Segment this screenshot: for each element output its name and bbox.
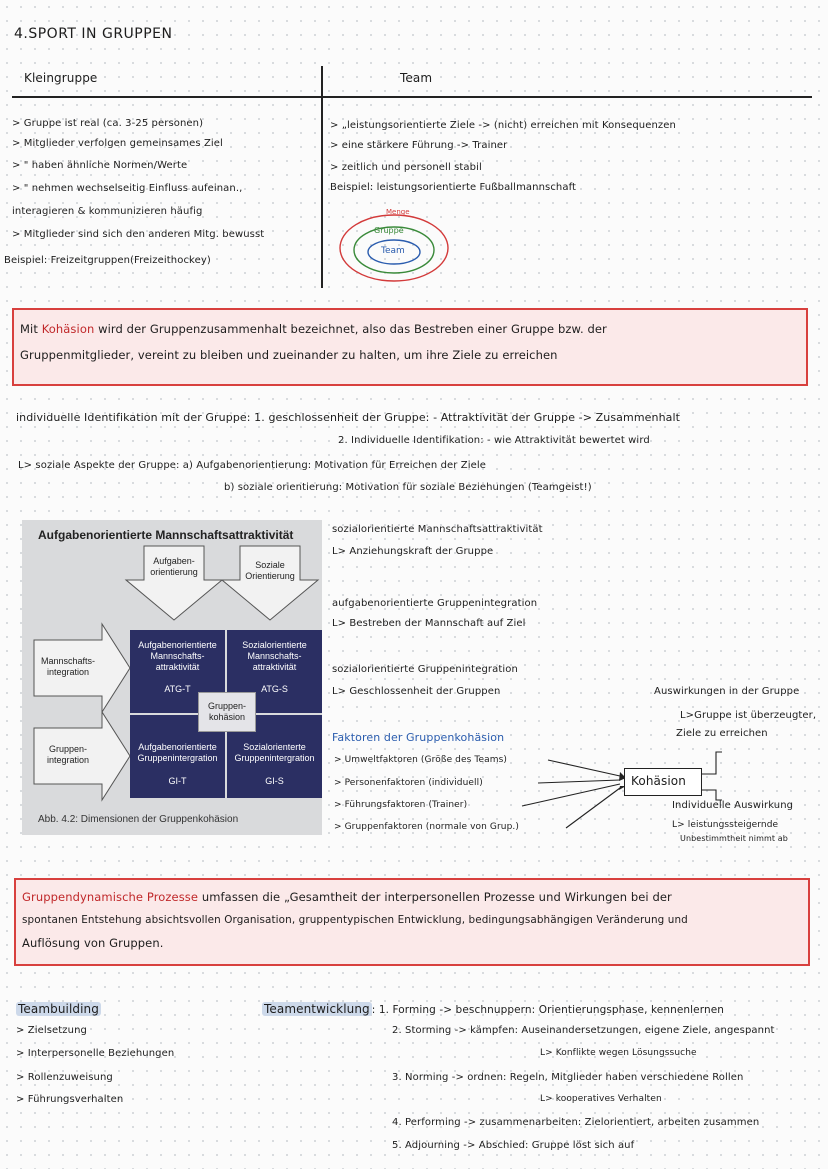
table-divider-vertical: [321, 66, 323, 288]
note-task-group-integration-detail: L> Bestreben der Mannschaft auf Ziel: [332, 618, 526, 629]
note-social-group-integration-detail: L> Geschlossenheit der Gruppen: [332, 686, 501, 697]
effects-individual-2: Unbestimmtheit nimmt ab: [680, 834, 788, 843]
arrow-label-group-integration: Gruppen- integration: [46, 744, 90, 765]
factor-item: > Umweltfaktoren (Größe des Teams): [334, 755, 507, 765]
dynamics-line-2: spontanen Entstehung absichtsvollen Orga…: [22, 914, 688, 926]
arrow-label-social-orientation: Soziale Orientierung: [245, 560, 295, 581]
kohaesion-box: Kohäsion: [624, 768, 702, 796]
list-item: > Gruppe ist real (ca. 3-25 personen): [12, 118, 204, 129]
list-item: > " nehmen wechselseitig Einfluss aufein…: [12, 183, 243, 194]
factor-item: > Personenfaktoren (individuell): [334, 778, 483, 788]
group-cohesion-center: Gruppen- kohäsion: [198, 692, 256, 732]
teamentwicklung-title: Teamentwicklung: [262, 1002, 372, 1016]
effects-group-2: Ziele zu erreichen: [676, 728, 768, 739]
dynamics-line-1: Gruppendynamische Prozesse umfassen die …: [22, 890, 672, 904]
note-social-team-attraction-detail: L> Anziehungskraft der Gruppe: [332, 546, 494, 557]
teamentwicklung-stage-2-detail: L> Konflikte wegen Lösungssuche: [540, 1048, 697, 1058]
effects-individual-title: Individuelle Auswirkung: [672, 800, 794, 811]
list-item: > Führungsverhalten: [16, 1094, 124, 1105]
teamentwicklung-stage-2: 2. Storming -> kämpfen: Auseinandersetzu…: [392, 1025, 775, 1036]
venn-label-middle: Gruppe: [374, 226, 404, 235]
teambuilding-title: Teambuilding: [16, 1002, 101, 1016]
figure-caption: Abb. 4.2: Dimensionen der Gruppenkohäsio…: [38, 814, 239, 825]
list-item: > „leistungsorientierte Ziele -> (nicht)…: [330, 120, 676, 131]
list-item: > Rollenzuweisung: [16, 1072, 113, 1083]
list-item: > eine stärkere Führung -> Trainer: [330, 140, 508, 151]
arrow-label-task-orientation: Aufgaben- orientierung: [150, 556, 198, 577]
note-task-group-integration: aufgabenorientierte Gruppenintegration: [332, 598, 538, 609]
cell-social-group-integration: Sozialorienterte Gruppenintergration: [234, 742, 315, 763]
list-item: > " haben ähnliche Normen/Werte: [12, 160, 188, 171]
list-item: > Mitglieder sind sich den anderen Mitg.…: [12, 229, 265, 240]
cell-code-gi-t: GI-T: [168, 776, 187, 786]
list-item: > zeitlich und personell stabil: [330, 162, 482, 173]
cohesion-dimensions-figure: Aufgabenorientierte Mannschaftsattraktiv…: [22, 520, 322, 835]
venn-label-inner: Team: [381, 246, 405, 256]
cell-code-gi-s: GI-S: [265, 776, 284, 786]
gruppendynamik-definition-box: Gruppendynamische Prozesse umfassen die …: [14, 878, 810, 966]
definition-line-1: Mit Kohäsion wird der Gruppenzusammenhal…: [20, 322, 607, 336]
list-item: interagieren & kommunizieren häufig: [12, 206, 203, 217]
dynamics-keyword: Gruppendynamische Prozesse: [22, 890, 199, 904]
list-item: > Mitglieder verfolgen gemeinsames Ziel: [12, 138, 223, 149]
list-item: > Zielsetzung: [16, 1025, 87, 1036]
factors-title: Faktoren der Gruppenkohäsion: [332, 731, 505, 744]
teamentwicklung-stage-1: Teamentwicklung: 1. Forming -> beschnupp…: [262, 1002, 725, 1016]
list-item: > Interpersonelle Beziehungen: [16, 1048, 175, 1059]
table-header-team: Team: [400, 71, 433, 85]
cell-code-atg-t: ATG-T: [164, 684, 191, 694]
venn-ellipses: [339, 214, 449, 282]
effects-group-title: Auswirkungen in der Gruppe: [654, 686, 800, 697]
arrow-label-team-integration: Mannschafts- integration: [40, 656, 96, 677]
teamentwicklung-stage-3-detail: L> kooperatives Verhalten: [540, 1094, 662, 1104]
kohaesion-keyword: Kohäsion: [41, 322, 95, 336]
ident-line-2: 2. Individuelle Identifikation: - wie At…: [338, 435, 650, 446]
table-divider-horizontal: [12, 96, 812, 98]
figure-arrows: [33, 545, 320, 802]
cell-task-team-attraction: Aufgabenorientierte Mannschafts- attrakt…: [138, 640, 217, 672]
dynamics-line-3: Auflösung von Gruppen.: [22, 936, 164, 950]
kohaesion-definition-box: Mit Kohäsion wird der Gruppenzusammenhal…: [12, 308, 808, 386]
factor-item: > Gruppenfaktoren (normale von Grup.): [334, 822, 519, 832]
cell-code-atg-s: ATG-S: [261, 684, 288, 694]
ident-line-3: L> soziale Aspekte der Gruppe: a) Aufgab…: [18, 460, 487, 471]
list-item: Beispiel: Freizeitgruppen(Freizeithockey…: [4, 255, 211, 266]
cell-task-group-integration: Aufgabenorientierte Gruppenintergration: [137, 742, 218, 763]
venn-label-outer: Menge: [386, 208, 410, 216]
teamentwicklung-stage-3: 3. Norming -> ordnen: Regeln, Mitglieder…: [392, 1072, 744, 1083]
table-header-kleingruppe: Kleingruppe: [24, 71, 98, 85]
ident-line-1: individuelle Identifikation mit der Grup…: [16, 411, 681, 424]
definition-line-2: Gruppenmitglieder, vereint zu bleiben un…: [20, 348, 558, 362]
cell-social-team-attraction: Sozialorientierte Mannschafts- attraktiv…: [242, 640, 307, 672]
effects-individual-1: L> leistungssteigernde: [672, 820, 779, 830]
effects-group-1: L>Gruppe ist überzeugter,: [680, 710, 817, 721]
ident-line-4: b) soziale orientierung: Motivation für …: [224, 482, 592, 493]
note-social-team-attraction: sozialorientierte Mannschaftsattraktivit…: [332, 524, 543, 535]
venn-diagram: Menge Gruppe Team: [338, 208, 450, 284]
factor-item: > Führungsfaktoren (Trainer): [334, 800, 468, 810]
page-title: 4.SPORT IN GRUPPEN: [14, 26, 173, 42]
note-social-group-integration: sozialorientierte Gruppenintegration: [332, 664, 518, 675]
figure-title: Aufgabenorientierte Mannschaftsattraktiv…: [38, 528, 294, 542]
kohaesion-label: Kohäsion: [631, 774, 686, 788]
list-item: Beispiel: leistungsorientierte Fußballma…: [330, 182, 577, 193]
teamentwicklung-stage-4: 4. Performing -> zusammenarbeiten: Zielo…: [392, 1117, 760, 1128]
teamentwicklung-stage-5: 5. Adjourning -> Abschied: Gruppe löst s…: [392, 1140, 635, 1151]
